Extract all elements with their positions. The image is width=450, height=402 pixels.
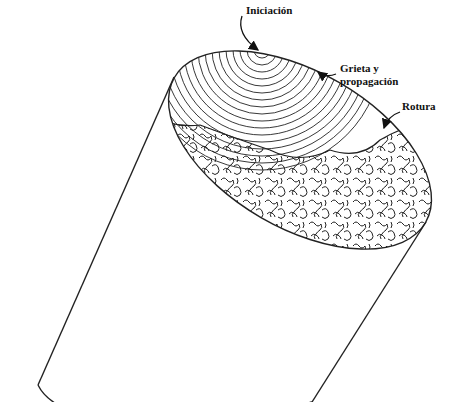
leader-line (384, 112, 400, 128)
leader-line (241, 16, 258, 50)
beach-mark (198, 0, 326, 114)
face-outline (135, 10, 450, 290)
beach-mark (163, 0, 361, 149)
beach-mark (212, 0, 312, 100)
beach-mark (247, 35, 277, 65)
beach-mark (177, 0, 347, 135)
part-label: Iniciación (246, 4, 292, 17)
beach-mark (240, 28, 284, 72)
beach-mark (170, 0, 354, 142)
part-label: Grieta y propagación (340, 62, 420, 87)
beach-mark (254, 42, 270, 58)
shaft-bottom (38, 385, 312, 402)
part-label: Rotura (402, 100, 436, 113)
beach-mark (226, 14, 298, 86)
leader-line (318, 72, 336, 76)
zone-boundary (120, 95, 430, 158)
beach-mark (219, 7, 305, 93)
shaft-side (38, 77, 174, 385)
beach-mark (156, 0, 368, 156)
beach-mark (184, 0, 340, 128)
beach-mark (191, 0, 333, 121)
